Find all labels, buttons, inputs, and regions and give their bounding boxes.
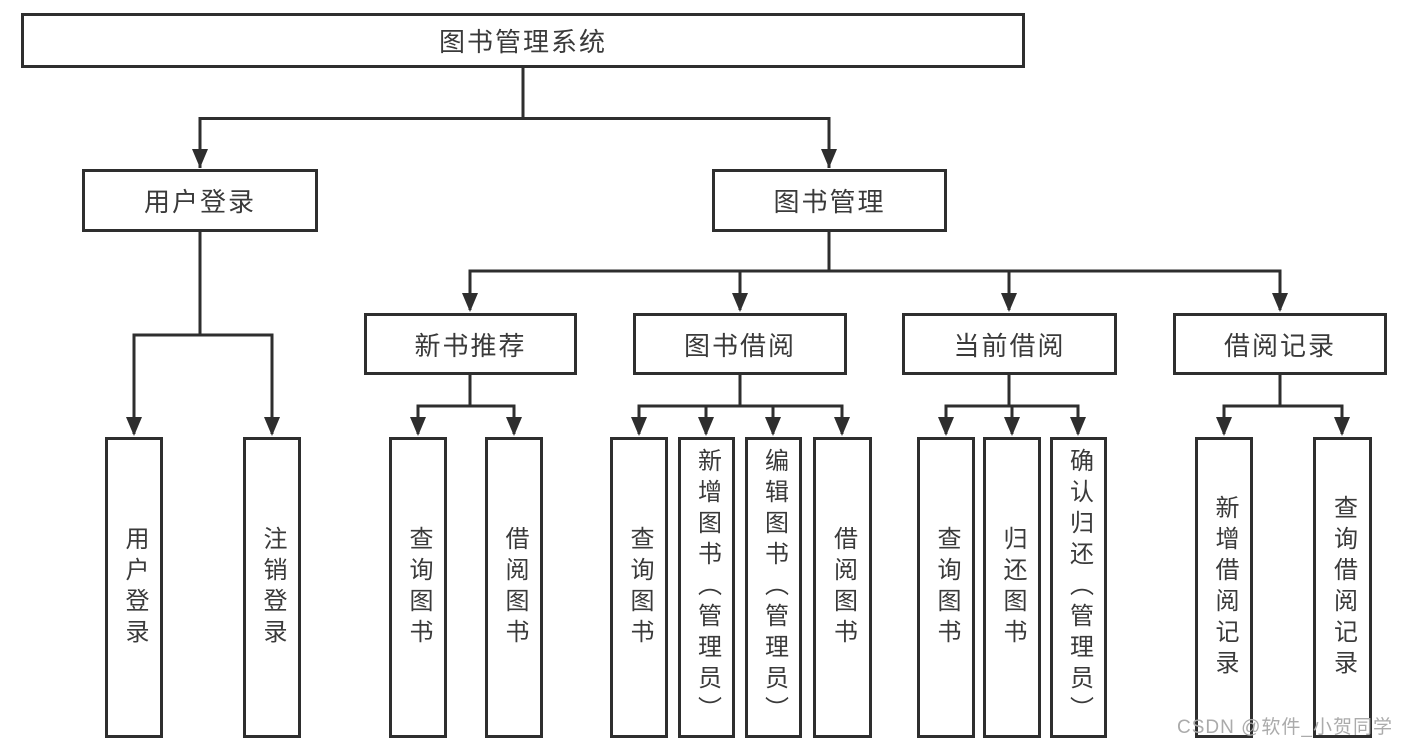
arrowheads (126, 149, 1350, 436)
leaf-confirm-return-admin-label: 确认归还（管理员） (1065, 448, 1093, 727)
node-new-book-recommendation-label: 新书推荐 (414, 330, 527, 361)
leaf-logout-login-label: 注销登录 (259, 525, 286, 650)
leaf-query-books-current-label: 查询图书 (933, 525, 960, 650)
leaf-query-books-borrowing: 查询图书 (610, 437, 668, 738)
node-new-book-recommendation: 新书推荐 (364, 313, 577, 375)
leaf-query-borrow-record-label: 查询借阅记录 (1329, 494, 1357, 681)
connector-user-login (132, 232, 274, 434)
leaf-query-books-recommend-label: 查询图书 (405, 525, 432, 650)
leaf-borrow-books-borrowing: 借阅图书 (813, 437, 872, 738)
csdn-watermark: CSDN @软件_小贺同学 (1177, 717, 1393, 738)
node-current-borrowing-label: 当前借阅 (953, 330, 1066, 361)
leaf-query-books-borrowing-label: 查询图书 (626, 525, 653, 650)
connector-borrowing-records (1222, 375, 1344, 434)
node-user-login: 用户登录 (82, 169, 318, 232)
leaf-user-login-label: 用户登录 (121, 525, 148, 650)
node-book-management: 图书管理 (712, 169, 947, 232)
node-root-system-label: 图书管理系统 (438, 27, 607, 57)
leaf-return-books-label: 归还图书 (999, 525, 1026, 650)
connector-book-management (468, 232, 1282, 310)
connector-new-book-recommendation (416, 375, 516, 434)
leaf-borrow-books-borrowing-label: 借阅图书 (829, 525, 857, 650)
leaf-borrow-books-recommend: 借阅图书 (485, 437, 543, 738)
connector-root (198, 68, 831, 168)
node-root-system: 图书管理系统 (21, 13, 1025, 68)
leaf-confirm-return-admin: 确认归还（管理员） (1050, 437, 1107, 738)
connector-book-borrowing (637, 375, 844, 434)
node-book-borrowing-label: 图书借阅 (683, 330, 796, 361)
node-book-borrowing: 图书借阅 (633, 313, 847, 375)
leaf-add-borrow-record: 新增借阅记录 (1195, 437, 1253, 738)
leaf-edit-books-admin: 编辑图书（管理员） (745, 437, 802, 738)
leaf-borrow-books-recommend-label: 借阅图书 (501, 525, 528, 650)
node-book-management-label: 图书管理 (773, 187, 886, 217)
leaf-add-borrow-record-label: 新增借阅记录 (1211, 494, 1238, 681)
leaf-query-borrow-record: 查询借阅记录 (1313, 437, 1372, 738)
node-borrowing-records-label: 借阅记录 (1223, 330, 1336, 361)
node-current-borrowing: 当前借阅 (902, 313, 1117, 375)
leaf-query-books-recommend: 查询图书 (389, 437, 447, 738)
leaf-add-books-admin: 新增图书（管理员） (678, 437, 735, 738)
node-user-login-label: 用户登录 (143, 187, 256, 217)
leaf-return-books: 归还图书 (983, 437, 1041, 738)
node-borrowing-records: 借阅记录 (1173, 313, 1387, 375)
leaf-edit-books-admin-label: 编辑图书（管理员） (760, 448, 788, 727)
leaf-query-books-current: 查询图书 (917, 437, 975, 738)
leaf-user-login: 用户登录 (105, 437, 163, 738)
leaf-add-books-admin-label: 新增图书（管理员） (693, 448, 721, 727)
leaf-logout-login: 注销登录 (243, 437, 301, 738)
